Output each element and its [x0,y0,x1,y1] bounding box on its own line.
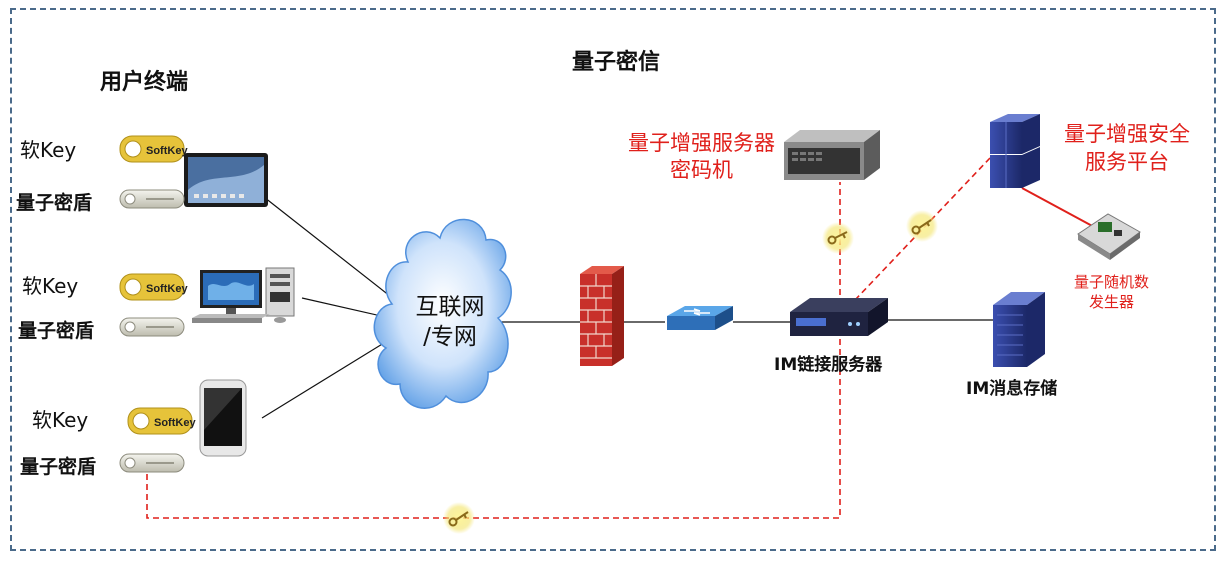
diagram-title: 量子密信 [572,50,661,75]
softkey-token-icon: SoftKey [119,273,188,301]
key-icon [906,210,938,242]
quantum-shield-usb-icon [119,317,185,337]
svg-text:SoftKey: SoftKey [146,283,188,295]
im-link-server-icon [790,298,888,336]
platform-rng-link [1021,187,1097,229]
security-platform-label-line1: 量子增强安全 [1064,122,1190,146]
softkey-token-icon: SoftKey [119,135,188,163]
security-platform-label: 量子增强安全 服务平台 [1064,120,1190,176]
quantum-key-links [146,157,991,519]
key-icon [822,222,854,254]
quantum-rng-label-line2: 发生器 [1089,293,1135,311]
diagram-frame [10,8,1216,551]
softkey-label: 软Key [32,408,89,432]
key-link-platform [854,157,991,301]
internet-cloud-icon [373,218,512,409]
softkey-label: 软Key [22,274,79,298]
firewall-icon [580,266,624,366]
security-platform-label-line2: 服务平台 [1085,150,1169,174]
cloud-label-line1: 互联网 [415,294,485,320]
key-icon [443,502,475,534]
softkey-label: 软Key [20,138,77,162]
quantum-rng-icon [1077,213,1141,260]
svg-text:SoftKey: SoftKey [154,417,196,429]
im-storage-icon [993,292,1045,367]
svg-text:SoftKey: SoftKey [146,145,188,157]
crypto-server-label: 量子增强服务器 密码机 [628,130,775,184]
user-terminal-heading: 用户终端 [100,70,189,95]
im-storage-label: IM消息存储 [966,379,1058,399]
link-tablet-cloud [254,189,396,301]
tablet-icon [184,153,268,207]
link-pc-cloud [301,297,391,319]
quantum-rng-label: 量子随机数 发生器 [1074,272,1149,312]
cloud-label-line2: /专网 [423,324,477,350]
crypto-server-label-line1: 量子增强服务器 [628,131,775,155]
quantum-shield-usb-icon [119,453,185,473]
im-link-server-label: IM链接服务器 [774,355,883,375]
network-switch-icon [667,306,733,330]
security-platform-icon [990,114,1040,188]
desktop-pc-icon [192,267,295,323]
quantum-shield-label: 量子密盾 [18,320,95,342]
quantum-shield-label: 量子密盾 [16,192,93,214]
link-phone-cloud [261,337,393,419]
quantum-rng-label-line1: 量子随机数 [1074,273,1150,291]
crypto-server-icon [784,130,880,180]
key-link-shield-to-server [146,182,841,519]
softkey-token-icon: SoftKey [127,407,196,435]
quantum-shield-label: 量子密盾 [20,456,97,478]
internet-cloud-label: 互联网 /专网 [405,292,495,352]
crypto-server-label-line2: 密码机 [670,158,733,182]
smartphone-icon [199,379,247,457]
quantum-shield-usb-icon [119,189,185,209]
